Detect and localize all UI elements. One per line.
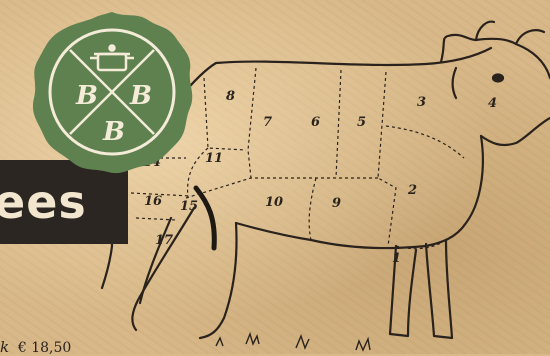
cut-number-6: 6: [311, 116, 320, 129]
badge-letter-bottom: B: [102, 117, 125, 147]
cut-number-2: 2: [408, 184, 417, 197]
bbb-logo-badge: B B B: [28, 8, 196, 176]
cut-number-5: 5: [357, 116, 366, 129]
cut-number-4: 4: [488, 97, 497, 110]
cut-number-3: 3: [417, 96, 426, 109]
badge-letter-left: B: [75, 81, 98, 111]
badge-letter-right: B: [129, 81, 152, 111]
menu-item-name: k: [0, 338, 9, 356]
cut-number-15: 15: [180, 200, 198, 213]
cut-number-1: 1: [392, 252, 401, 265]
cut-number-8: 8: [226, 90, 235, 103]
cut-number-11: 11: [205, 152, 223, 165]
cut-number-10: 10: [265, 196, 283, 209]
menu-item-line: k € 18,50: [0, 338, 71, 356]
cut-number-17: 17: [155, 234, 173, 247]
banner-title: ees: [0, 179, 87, 225]
cut-number-7: 7: [263, 116, 272, 129]
cut-number-9: 9: [332, 197, 341, 210]
cut-number-16: 16: [144, 195, 162, 208]
